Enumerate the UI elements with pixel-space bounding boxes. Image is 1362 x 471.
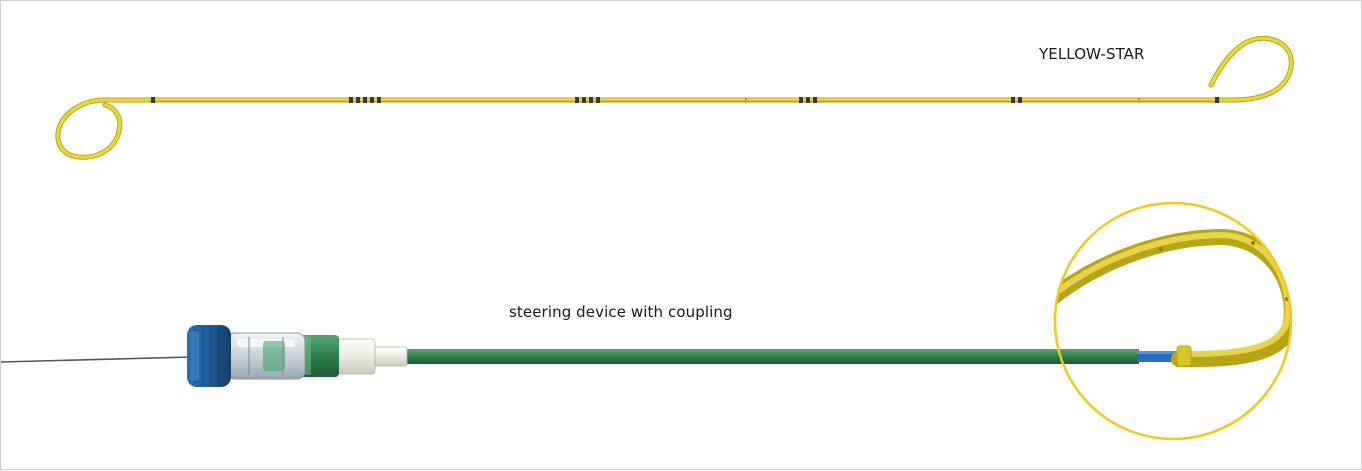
double-pigtail-stent — [55, 35, 1294, 160]
length-markers — [151, 97, 1219, 103]
product-name-label: YELLOW-STAR — [1039, 45, 1145, 63]
drainage-holes — [745, 98, 1140, 100]
magnified-pigtail-tip — [1053, 201, 1293, 441]
steering-device — [1, 325, 1065, 387]
device-caption-label: steering device with coupling — [509, 303, 733, 321]
